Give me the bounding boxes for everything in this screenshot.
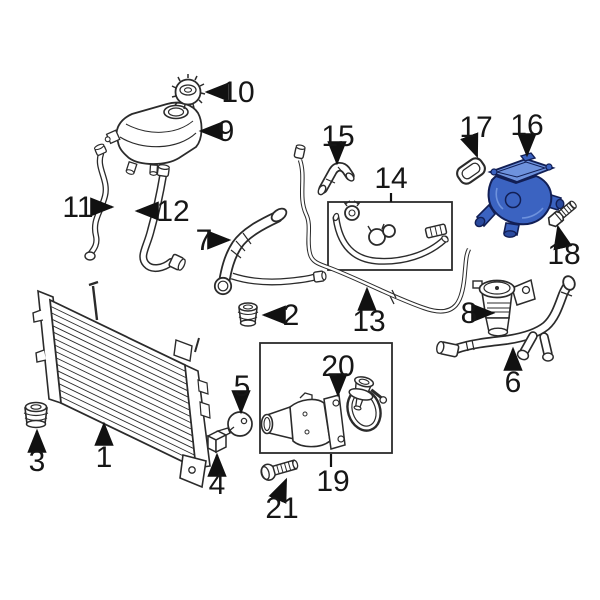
part-18-fitting-bolt-icon — [547, 200, 577, 228]
part-17-gasket-icon — [456, 157, 486, 185]
callout-9: 9 — [217, 115, 235, 148]
callout-13: 13 — [352, 305, 386, 338]
callout-3: 3 — [28, 445, 46, 478]
callout-8: 8 — [460, 297, 478, 330]
callout-7: 7 — [195, 224, 213, 257]
part-5-seal-disc-icon — [227, 411, 253, 437]
kit-box-14 — [327, 200, 453, 271]
part-14-clip-b-icon — [367, 223, 396, 246]
callout-15: 15 — [321, 120, 355, 153]
part-19-thermostat-icon — [348, 376, 388, 411]
part-1-radiator-icon — [32, 280, 211, 489]
callout-6: 6 — [504, 366, 522, 399]
callout-16: 16 — [510, 109, 544, 142]
callout-1: 1 — [95, 441, 113, 474]
part-14-clip-a-icon — [343, 200, 361, 221]
callout-4: 4 — [208, 468, 226, 501]
part-14-hose-icon — [332, 212, 449, 265]
callout-18: 18 — [547, 238, 581, 271]
callout-2: 2 — [282, 299, 300, 332]
part-14-fitting-icon — [424, 223, 448, 239]
part-16-water-outlet-icon — [474, 152, 565, 238]
part-3-lower-mount-icon — [23, 401, 49, 429]
part-15-elbow-hose-icon — [317, 162, 355, 196]
callout-12: 12 — [156, 195, 190, 228]
part-4-bracket-icon — [206, 427, 231, 454]
callout-20: 20 — [321, 350, 355, 383]
callout-5: 5 — [233, 370, 251, 403]
callout-17: 17 — [459, 111, 493, 144]
callout-10: 10 — [221, 76, 255, 109]
callout-arrow-18 — [553, 224, 573, 251]
callout-19: 19 — [316, 465, 350, 498]
kit-box-19 — [259, 342, 393, 454]
callout-arrow-17 — [460, 132, 479, 159]
part-21-bolt-icon — [260, 459, 299, 481]
callout-arrow-21 — [268, 477, 288, 504]
part-9-expansion-tank-icon — [104, 101, 203, 176]
callout-21: 21 — [265, 492, 299, 525]
callout-arrows — [27, 82, 573, 504]
part-6-lower-hose-icon — [436, 275, 576, 362]
part-19-thermostat-housing-icon — [260, 392, 346, 450]
part-8-aux-pump-icon — [472, 278, 536, 337]
callout-14: 14 — [374, 162, 408, 195]
callout-11: 11 — [62, 191, 94, 224]
part-7-upper-hose-icon — [213, 207, 327, 296]
part-2-bushing-icon — [237, 302, 259, 327]
part-10-cap-icon — [171, 74, 206, 110]
